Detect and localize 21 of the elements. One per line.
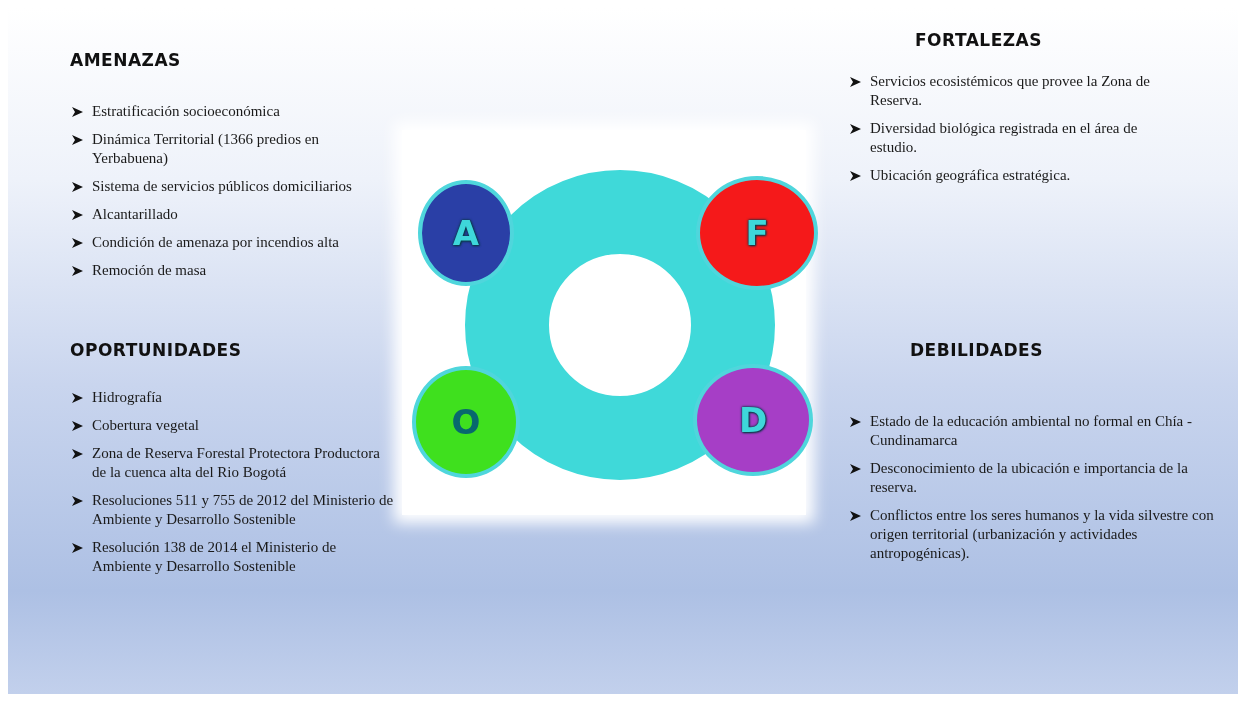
list-item: Remoción de masa (92, 261, 207, 280)
list-item: Conflictos entre los seres humanos y la vida silvestre con origen territorial (urbanización y actividades antropogénicas). (870, 506, 1215, 563)
list-item: Condición de amenaza por incendios alta (92, 233, 339, 252)
list-item: Desconocimiento de la ubicación e importancia de la reserva. (870, 459, 1189, 497)
list-item: Estado de la educación ambiental no formal en Chía - Cundinamarca (870, 412, 1193, 450)
list-item: Resolución 138 de 2014 el Ministerio de Ambiente y Desarrollo Sostenible (92, 538, 338, 576)
list-item: Diversidad biológica registrada en el área de estudio. (870, 119, 1139, 157)
section-heading: OPORTUNIDADES (70, 340, 242, 360)
list-item: Cobertura vegetal (92, 416, 200, 435)
list-item: Ubicación geográfica estratégica. (870, 166, 1071, 185)
list-item: Resoluciones 511 y 755 de 2012 del Ministerio de Ambiente y Desarrollo Sostenible (92, 491, 395, 529)
list-item: Servicios ecosistémicos que provee la Zona de Reserva. (870, 72, 1151, 110)
list-item: Estratificación socioeconómica (92, 102, 280, 121)
section-heading: FORTALEZAS (915, 30, 1042, 50)
list-item: Alcantarillado (92, 205, 178, 224)
section-heading: DEBILIDADES (910, 340, 1043, 360)
list-item: Hidrografía (92, 388, 162, 407)
section-heading: AMENAZAS (70, 50, 181, 70)
list-item: Sistema de servicios públicos domiciliarios (92, 177, 352, 196)
list-item: Dinámica Territorial (1366 predios en Yerbabuena) (92, 130, 320, 168)
list-item: Zona de Reserva Forestal Protectora Productora de la cuenca alta del Rio Bogotá (92, 444, 381, 482)
